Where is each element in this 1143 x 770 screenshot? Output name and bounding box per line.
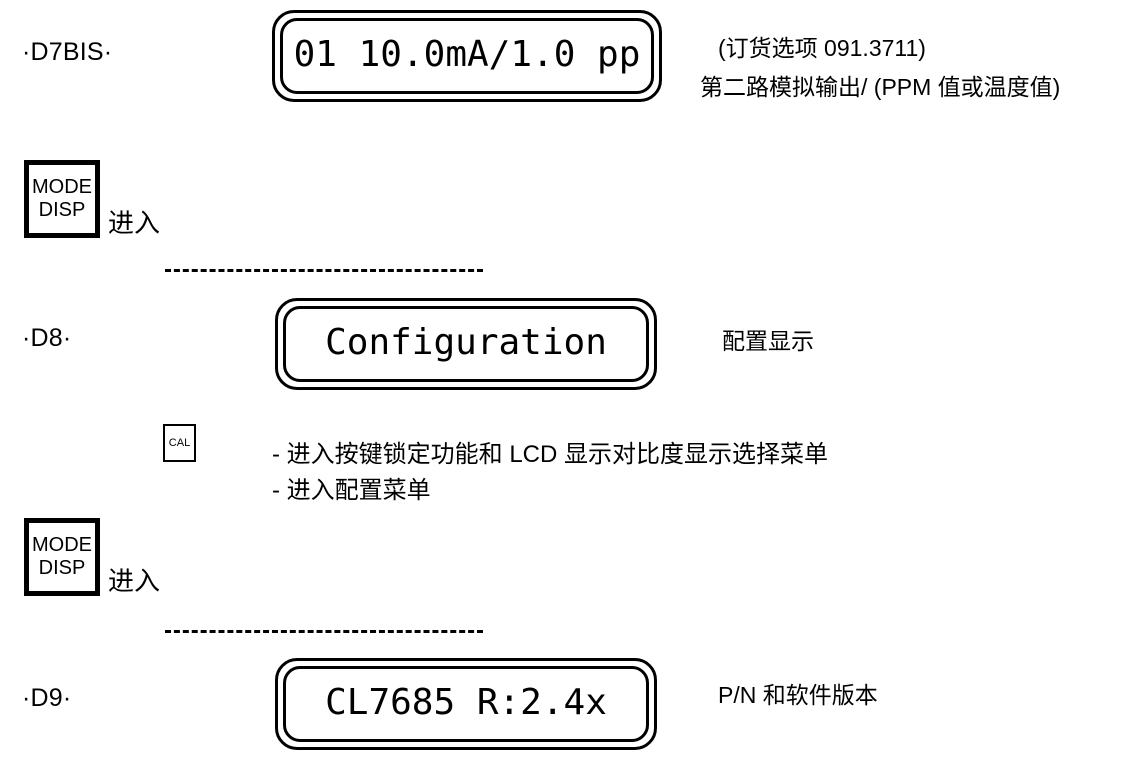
key-mode-disp-2-caption: 进入	[108, 566, 161, 596]
annotation-d7bis-line1: (订货选项 091.3711)	[718, 35, 926, 61]
key-mode-disp-2-line2: DISP	[38, 557, 86, 579]
key-mode-disp-1-line1: MODE	[32, 176, 92, 198]
lcd-display-d8: Configuration	[275, 298, 657, 390]
lcd-display-d7bis: 01 10.0mA/1.0 pp	[272, 10, 662, 102]
lcd-display-d9: CL7685 R:2.4x	[275, 658, 657, 750]
cal-bullet-2: - 进入配置菜单	[272, 477, 431, 504]
lcd-inner-bezel: CL7685 R:2.4x	[283, 666, 649, 742]
lcd-inner-bezel: Configuration	[283, 306, 649, 382]
key-mode-disp-1-caption: 进入	[108, 208, 161, 238]
key-cal[interactable]: CAL	[163, 424, 196, 462]
step-id-d7bis: ·D7BIS·	[22, 38, 113, 66]
step-id-d9: ·D9·	[22, 684, 72, 712]
divider-2	[165, 630, 483, 633]
lcd-inner-bezel: 01 10.0mA/1.0 pp	[280, 18, 654, 94]
divider-1	[165, 269, 483, 272]
key-mode-disp-1-line2: DISP	[38, 199, 86, 221]
key-mode-disp-2-line1: MODE	[32, 534, 92, 556]
lcd-text-d9: CL7685 R:2.4x	[325, 682, 607, 723]
cal-description-list: - 进入按键锁定功能和 LCD 显示对比度显示选择菜单 - 进入配置菜单	[272, 437, 828, 509]
lcd-text-d8: Configuration	[325, 322, 607, 363]
key-mode-disp-1[interactable]: MODE DISP	[24, 160, 100, 238]
annotation-d8-line1: 配置显示	[722, 328, 814, 354]
key-mode-disp-2[interactable]: MODE DISP	[24, 518, 100, 596]
lcd-text-d7bis: 01 10.0mA/1.0 pp	[293, 34, 641, 75]
annotation-d7bis-line2: 第二路模拟输出/ (PPM 值或温度值)	[700, 74, 1061, 100]
key-cal-label: CAL	[168, 437, 191, 449]
step-id-d8: ·D8·	[22, 324, 72, 352]
annotation-d9-line1: P/N 和软件版本	[718, 682, 878, 708]
cal-bullet-1: - 进入按键锁定功能和 LCD 显示对比度显示选择菜单	[272, 441, 829, 468]
